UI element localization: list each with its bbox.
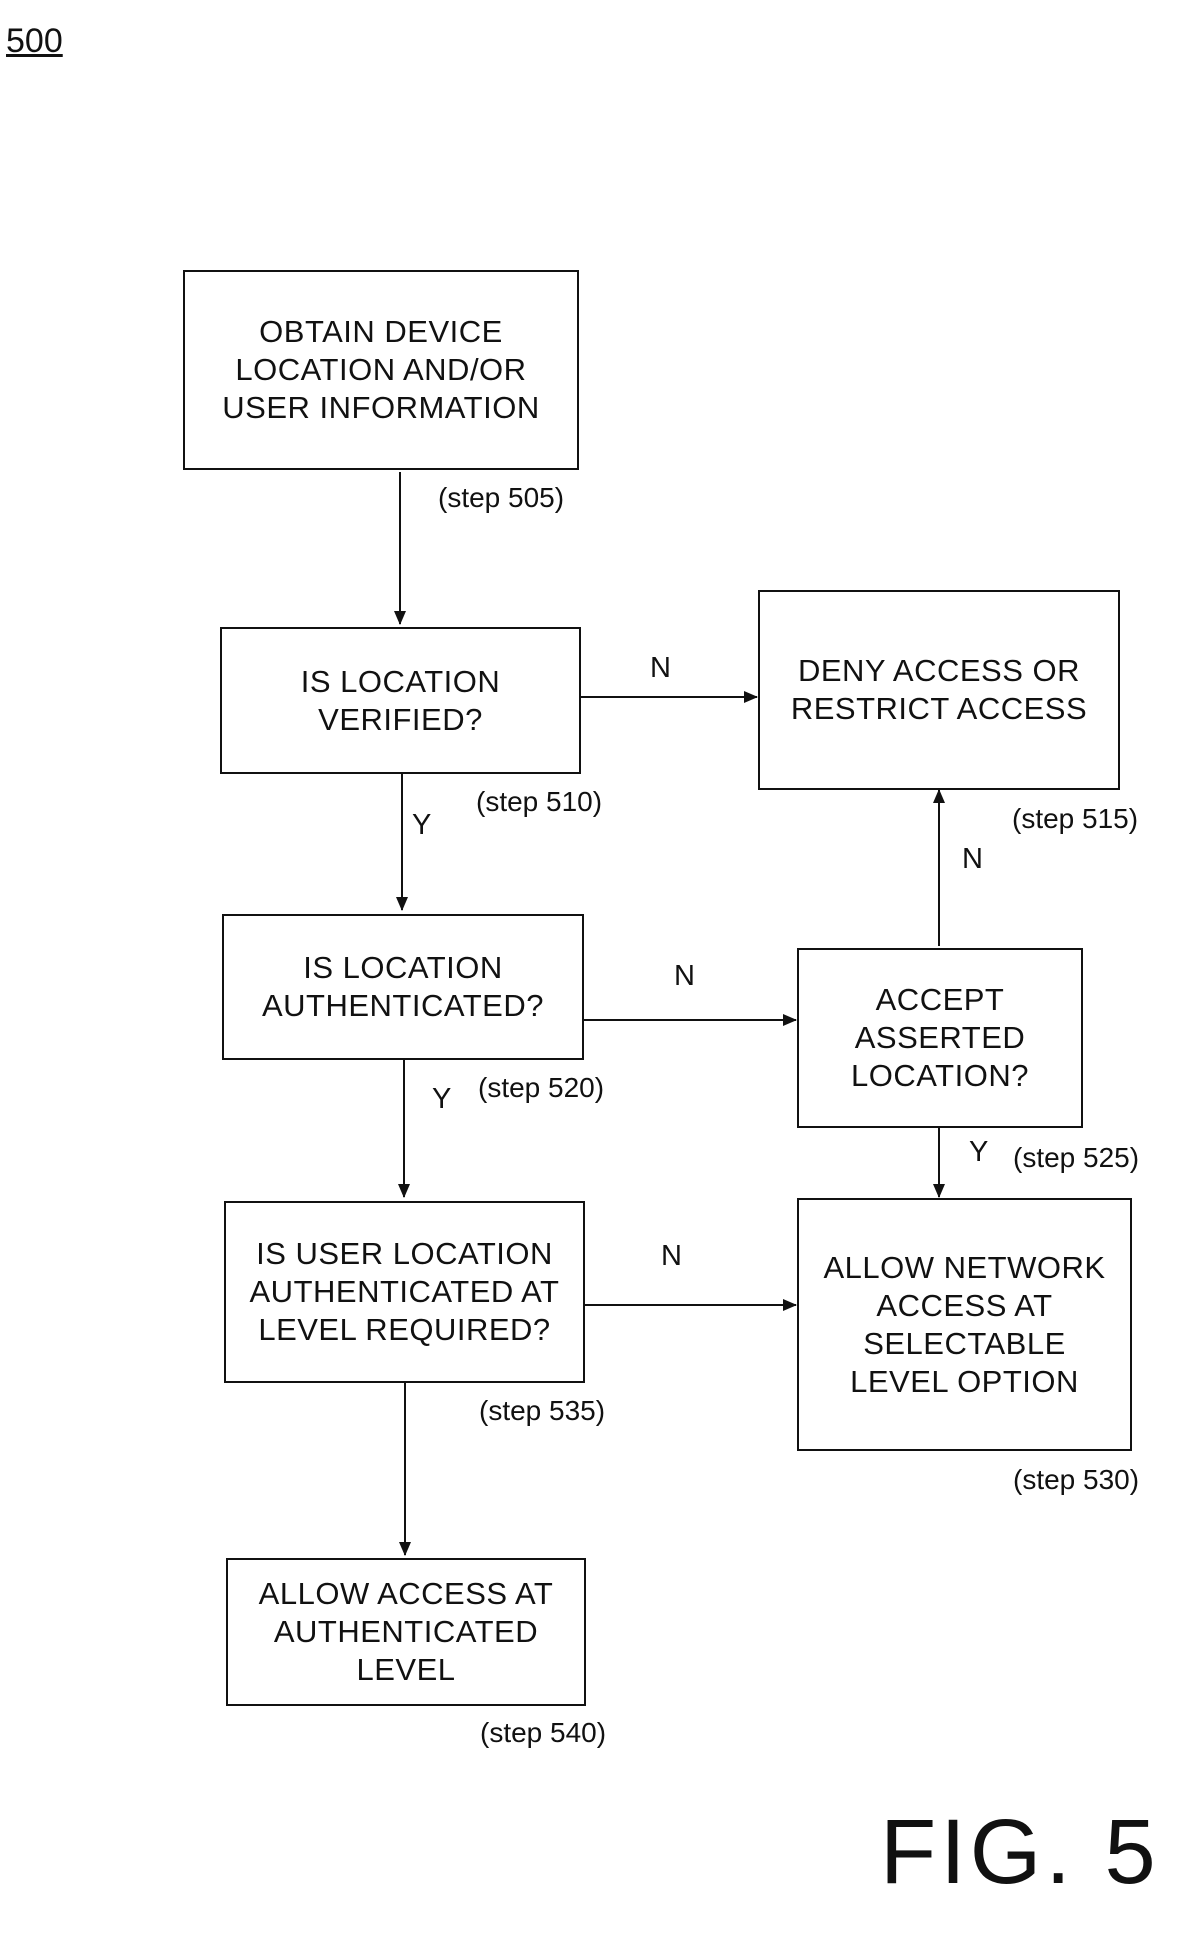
decision-box-520: IS LOCATION AUTHENTICATED? [222,914,584,1060]
edge-label-520-525: N [674,960,695,993]
step-label-505: (step 505) [438,482,564,514]
step-label-530: (step 530) [1013,1464,1139,1496]
edge-label-525-530: Y [969,1136,988,1169]
decision-box-525-text: ACCEPT ASSERTED LOCATION? [832,981,1048,1095]
process-box-505: OBTAIN DEVICE LOCATION AND/OR USER INFOR… [183,270,579,470]
process-box-515-text: DENY ACCESS OR RESTRICT ACCESS [771,652,1107,728]
decision-box-520-text: IS LOCATION AUTHENTICATED? [235,949,571,1025]
step-label-515: (step 515) [1012,803,1138,835]
process-box-530: ALLOW NETWORK ACCESS AT SELECTABLE LEVEL… [797,1198,1132,1451]
process-box-540: ALLOW ACCESS AT AUTHENTICATED LEVEL [226,1558,586,1706]
decision-box-525: ACCEPT ASSERTED LOCATION? [797,948,1083,1128]
step-label-525: (step 525) [1013,1142,1139,1174]
step-label-535: (step 535) [479,1395,605,1427]
decision-box-535: IS USER LOCATION AUTHENTICATED AT LEVEL … [224,1201,585,1383]
decision-box-535-text: IS USER LOCATION AUTHENTICATED AT LEVEL … [232,1235,578,1349]
step-label-510: (step 510) [476,786,602,818]
edge-label-525-515: N [962,843,983,876]
decision-box-510: IS LOCATION VERIFIED? [220,627,581,774]
edge-label-535-530: N [661,1240,682,1273]
process-box-505-text: OBTAIN DEVICE LOCATION AND/OR USER INFOR… [203,313,559,427]
edge-label-520-535: Y [432,1083,451,1116]
step-label-540: (step 540) [480,1717,606,1749]
edge-label-510-520: Y [412,809,431,842]
process-box-540-text: ALLOW ACCESS AT AUTHENTICATED LEVEL [238,1575,574,1689]
process-box-515: DENY ACCESS OR RESTRICT ACCESS [758,590,1120,790]
process-box-530-text: ALLOW NETWORK ACCESS AT SELECTABLE LEVEL… [812,1249,1118,1401]
decision-box-510-text: IS LOCATION VERIFIED? [278,663,524,739]
step-label-520: (step 520) [478,1072,604,1104]
edge-label-510-515: N [650,652,671,685]
figure-caption: FIG. 5 [880,1800,1160,1905]
